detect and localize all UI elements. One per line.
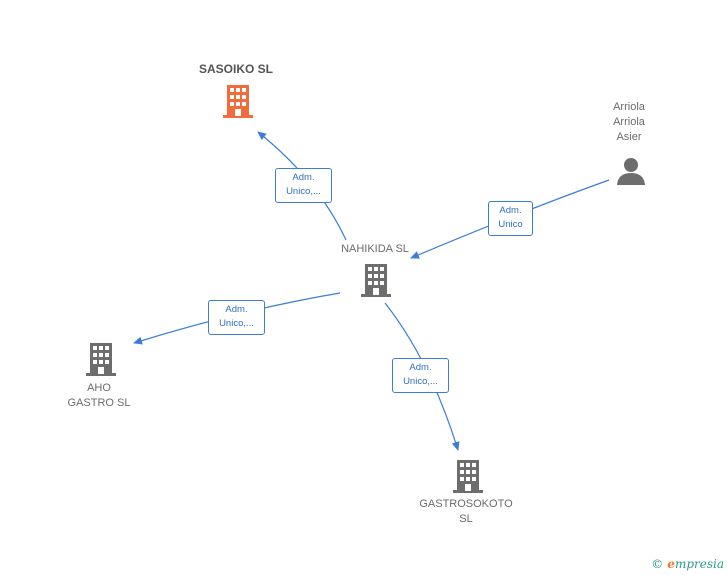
- brand-footer: ©empresia: [651, 557, 724, 571]
- building-icon[interactable]: [86, 343, 116, 376]
- building-icon[interactable]: [453, 460, 483, 493]
- edge-label-to-aho[interactable]: Adm. Unico,...: [208, 300, 265, 335]
- node-label-aho[interactable]: AHO GASTRO SL: [67, 382, 131, 409]
- brand-logo-initial: e: [667, 557, 675, 571]
- copyright-icon: ©: [651, 557, 664, 571]
- node-label-gastrosokoto[interactable]: GASTROSOKOTO SL: [419, 498, 513, 525]
- node-label-sasoiko[interactable]: SASOIKO SL: [198, 62, 273, 76]
- person-icon[interactable]: [617, 158, 645, 185]
- building-icon[interactable]: [361, 264, 391, 297]
- node-label-nahikida[interactable]: NAHIKIDA SL: [341, 243, 409, 255]
- edge-label-from-arriola[interactable]: Adm. Unico: [488, 201, 533, 236]
- edge-label-to-sasoiko[interactable]: Adm. Unico,...: [275, 168, 332, 203]
- edge-label-to-gastrosokoto[interactable]: Adm. Unico,...: [392, 358, 449, 393]
- node-label-arriola[interactable]: Arriola Arriola Asier: [613, 101, 645, 143]
- building-icon[interactable]: [223, 85, 253, 118]
- brand-logo-text: mpresia: [674, 557, 724, 571]
